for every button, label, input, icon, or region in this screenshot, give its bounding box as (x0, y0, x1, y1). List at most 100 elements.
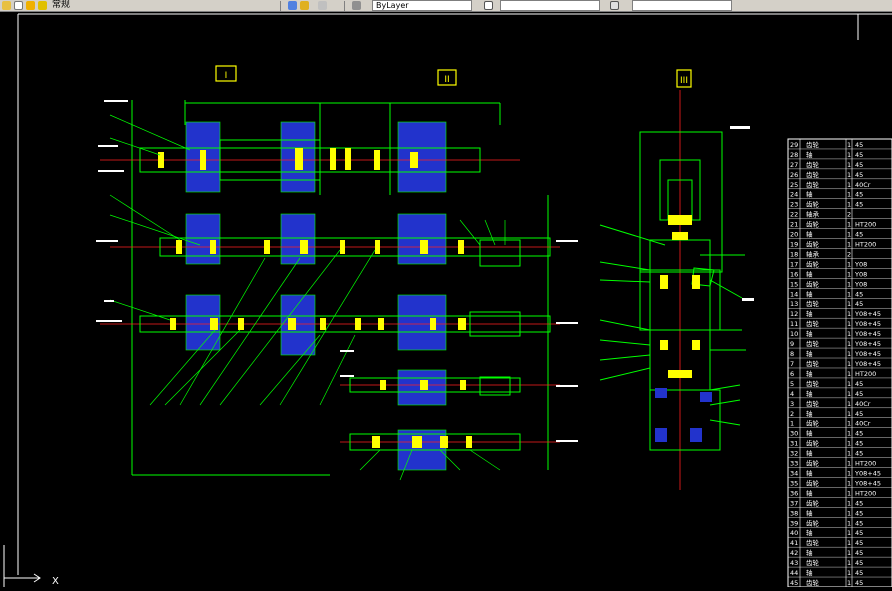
bom-cell: 齿轮 (806, 578, 820, 587)
bom-cell: 45 (855, 410, 863, 418)
bom-cell: 45 (855, 529, 863, 537)
bom-cell: 2 (847, 250, 851, 258)
bom-cell: 7 (790, 360, 794, 368)
bom-cell: 1 (847, 420, 851, 428)
bom-cell: 45 (855, 141, 863, 149)
bom-cell: 1 (847, 171, 851, 179)
bearing-parts (158, 148, 472, 448)
bom-cell: 27 (790, 161, 798, 169)
lineweight-icon[interactable] (484, 1, 493, 10)
drawing-frame (17, 13, 892, 575)
bom-cell: 齿轮 (806, 299, 820, 308)
open-icon[interactable] (2, 1, 11, 10)
new-icon[interactable] (14, 1, 23, 10)
bom-cell: Y08+45 (854, 350, 881, 358)
linetype-select[interactable]: ByLayer (372, 0, 472, 11)
bom-cell: 13 (790, 300, 798, 308)
bom-cell: Y08+45 (854, 310, 881, 318)
save-icon[interactable] (38, 1, 47, 10)
properties-icon[interactable] (318, 1, 327, 10)
bom-cell: Y08 (854, 260, 867, 268)
bom-cell: 35 (790, 479, 798, 487)
bom-cell: 45 (855, 231, 863, 239)
bom-cell: 1 (847, 340, 851, 348)
bom-cell: 齿轮 (806, 558, 820, 567)
bom-cell: 轴 (806, 409, 813, 418)
bom-cell: 齿轮 (806, 538, 820, 547)
bom-cell: 1 (847, 549, 851, 557)
bom-cell: 38 (790, 509, 798, 517)
bom-cell: 16 (790, 270, 798, 278)
bom-cell: 45 (855, 151, 863, 159)
bom-cell: 30 (790, 430, 798, 438)
bom-cell: 45 (855, 290, 863, 298)
bom-cell: 32 (790, 450, 798, 458)
bom-cell: 45 (790, 579, 798, 587)
bom-cell: 45 (855, 559, 863, 567)
plotstyle-select[interactable] (632, 0, 732, 11)
housing-hatch (185, 121, 447, 471)
bom-cell: 1 (847, 519, 851, 527)
bom-cell: 齿轮 (806, 140, 820, 149)
bom-cell: 1 (847, 479, 851, 487)
bom-cell: 齿轮 (806, 160, 820, 169)
bom-cell: 1 (847, 460, 851, 468)
cad-drawing[interactable]: I II III (0, 12, 892, 588)
bom-cell: 19 (790, 241, 798, 249)
bom-cell: 45 (855, 380, 863, 388)
bom-cell: 轴承 (806, 210, 820, 219)
bom-cell: 20 (790, 231, 798, 239)
bom-cell: 45 (855, 201, 863, 209)
bom-cell: 齿轮 (806, 279, 820, 288)
bom-cell: Y08+45 (854, 340, 881, 348)
ucs-x-label: X (52, 576, 59, 587)
bom-cell: HT200 (855, 489, 876, 497)
bom-cell: 齿轮 (806, 220, 820, 229)
bom-cell: 轴 (806, 568, 813, 577)
bom-cell: 10 (790, 330, 798, 338)
layer-state-icon[interactable] (300, 1, 309, 10)
color-icon[interactable] (352, 1, 361, 10)
bom-cell: Y08+45 (854, 330, 881, 338)
bom-cell: 1 (847, 539, 851, 547)
bom-cell: 1 (847, 499, 851, 507)
lineweight-select[interactable] (500, 0, 600, 11)
bom-cell: 1 (847, 231, 851, 239)
bom-cell: 45 (855, 191, 863, 199)
bom-cell: 45 (855, 450, 863, 458)
bom-cell: 21 (790, 221, 798, 229)
leader-lines (109, 114, 506, 481)
drawing-canvas[interactable]: I II III (0, 12, 892, 588)
bom-cell: 1 (847, 141, 851, 149)
bom-cell: 8 (790, 350, 794, 358)
bom-cell: 40Cr (855, 420, 871, 428)
bom-cell: 2 (847, 211, 851, 219)
bom-cell: 1 (847, 280, 851, 288)
plotstyle-icon[interactable] (610, 1, 619, 10)
bom-cell: 轴 (806, 488, 813, 497)
bom-cell: 轴 (806, 190, 813, 199)
bom-cell: 齿轮 (806, 518, 820, 527)
bom-cell: 1 (847, 400, 851, 408)
bom-cell: 1 (847, 350, 851, 358)
bom-cell: 41 (790, 539, 798, 547)
view-label-1: I (225, 71, 228, 81)
bom-cell: 1 (847, 469, 851, 477)
bom-cell: HT200 (855, 221, 876, 229)
bom-cell: 45 (855, 300, 863, 308)
folder-icon[interactable] (26, 1, 35, 10)
bom-cell: 轴 (806, 528, 813, 537)
bom-cell: 1 (847, 260, 851, 268)
shaft-outlines (139, 139, 551, 451)
bom-cell: 6 (790, 370, 794, 378)
bom-cell: 37 (790, 499, 798, 507)
bom-cell: 1 (847, 310, 851, 318)
toolbar-separator (344, 1, 345, 11)
vertical-assembly (599, 131, 746, 451)
bom-cell: 45 (855, 440, 863, 448)
bom-cell: 40 (790, 529, 798, 537)
bom-cell: 1 (847, 390, 851, 398)
layer-manager-icon[interactable] (288, 1, 297, 10)
bom-cell: 1 (847, 221, 851, 229)
bom-cell: 40Cr (855, 400, 871, 408)
